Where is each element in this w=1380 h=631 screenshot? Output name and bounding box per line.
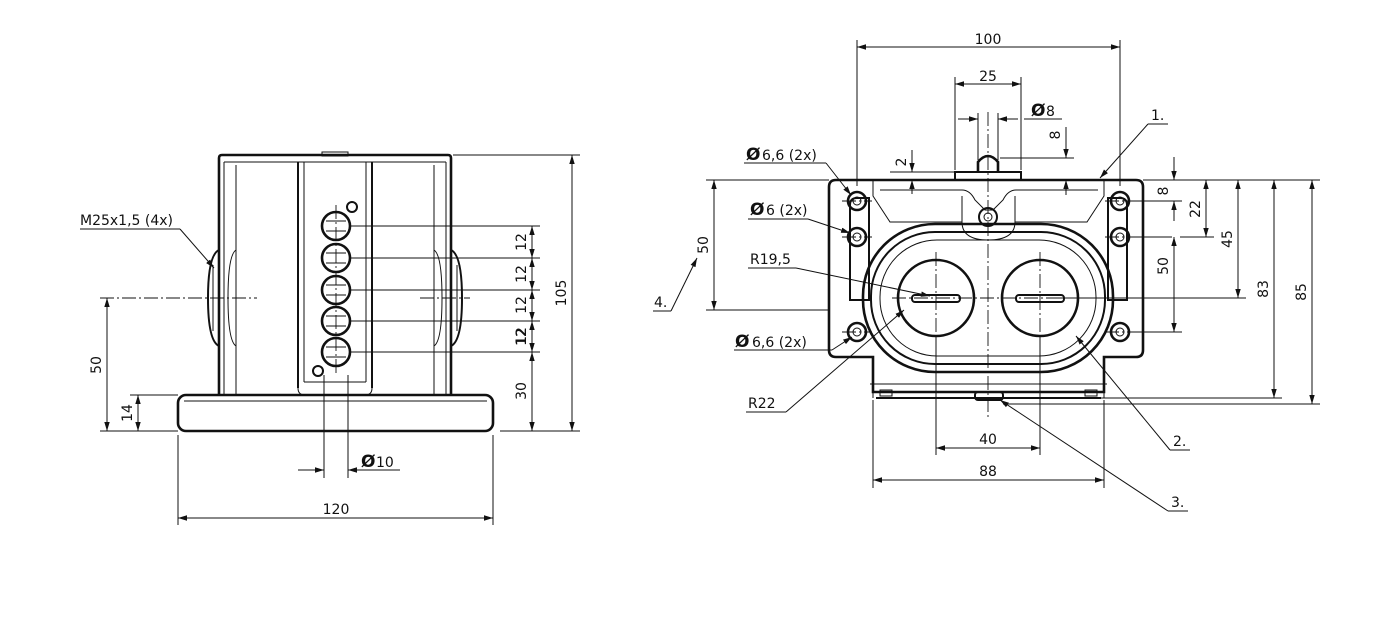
side-dia-symbol: Ø (361, 452, 375, 472)
front-view: 100 25 Ø 8 8 2 Ø 6,6 (2x) Ø 6 (2x) (653, 32, 1320, 512)
side-dim-12-a: 12 (514, 233, 530, 251)
side-dim-12-last: 12 (514, 328, 530, 346)
side-dim-50: 50 (89, 356, 105, 374)
front-label-dia66-bottom: 6,6 (2x) (752, 335, 807, 351)
side-dim-14: 14 (120, 404, 136, 422)
front-label-dia66-top: 6,6 (2x) (762, 148, 817, 164)
front-dim-50-right: 50 (1156, 257, 1172, 275)
side-boss-right (450, 249, 464, 347)
side-dim-30: 30 (514, 382, 530, 400)
side-dim-105: 105 (554, 280, 570, 307)
front-dim-22: 22 (1188, 200, 1204, 218)
front-dim-8-top: 8 (1048, 131, 1064, 140)
front-label-r22: R22 (748, 396, 776, 412)
side-dim-120: 120 (323, 502, 350, 518)
front-dim-100: 100 (975, 32, 1002, 48)
front-callout-2: 2. (1173, 434, 1186, 450)
front-dim-2: 2 (894, 158, 910, 167)
front-callout-1: 1. (1151, 108, 1164, 124)
side-hole-column (312, 201, 358, 377)
side-dim-12-b: 12 (514, 265, 530, 283)
front-dim-8-dia: 8 (1046, 104, 1055, 120)
front-dim-40: 40 (979, 432, 997, 448)
side-housing (217, 153, 453, 395)
side-view: 105 12 12 12 12 12 30 50 14 M25 (80, 151, 580, 525)
front-dim-8-right: 8 (1156, 187, 1172, 196)
front-label-dia6: 6 (2x) (766, 203, 807, 219)
front-dim-50-left: 50 (696, 236, 712, 254)
front-dim-83: 83 (1256, 280, 1272, 298)
front-label-r195: R19,5 (750, 252, 791, 268)
side-base-plate (176, 393, 495, 433)
front-dia8-symbol: Ø (1031, 101, 1045, 121)
side-dim-10: 10 (376, 455, 394, 471)
front-dim-45: 45 (1220, 230, 1236, 248)
front-dim-25: 25 (979, 69, 997, 85)
front-dia6-symbol: Ø (750, 200, 764, 220)
side-thread-label: M25x1,5 (4x) (80, 213, 173, 229)
front-dim-88: 88 (979, 464, 997, 480)
front-callout-3: 3. (1171, 495, 1184, 511)
front-callout-4: 4. (654, 295, 667, 311)
side-dim-12-c: 12 (514, 296, 530, 314)
front-dia66-bottom-symbol: Ø (735, 332, 749, 352)
side-boss-left (206, 249, 220, 347)
side-dim-12-d: 12 (514, 327, 530, 345)
front-dia66-top-symbol: Ø (746, 145, 760, 165)
front-dim-85: 85 (1294, 283, 1310, 301)
